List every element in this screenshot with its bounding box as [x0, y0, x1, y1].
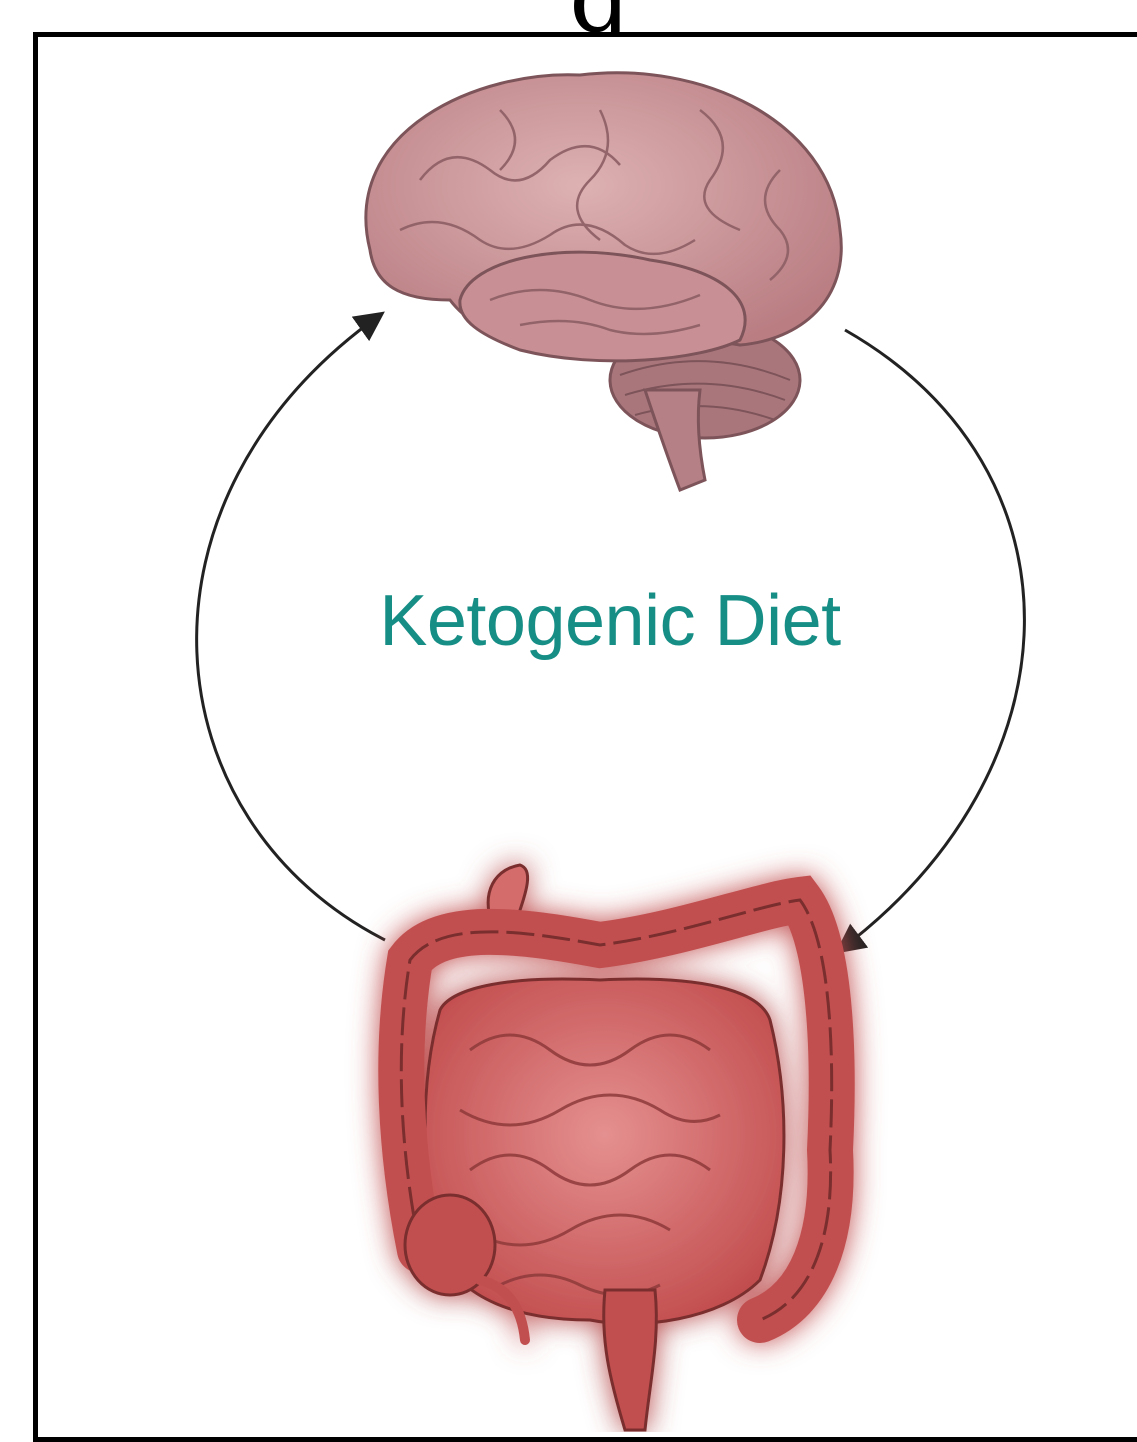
intestines-icon: [401, 865, 831, 1430]
center-label: Ketogenic Diet: [250, 580, 970, 662]
brain-icon: [366, 73, 841, 490]
